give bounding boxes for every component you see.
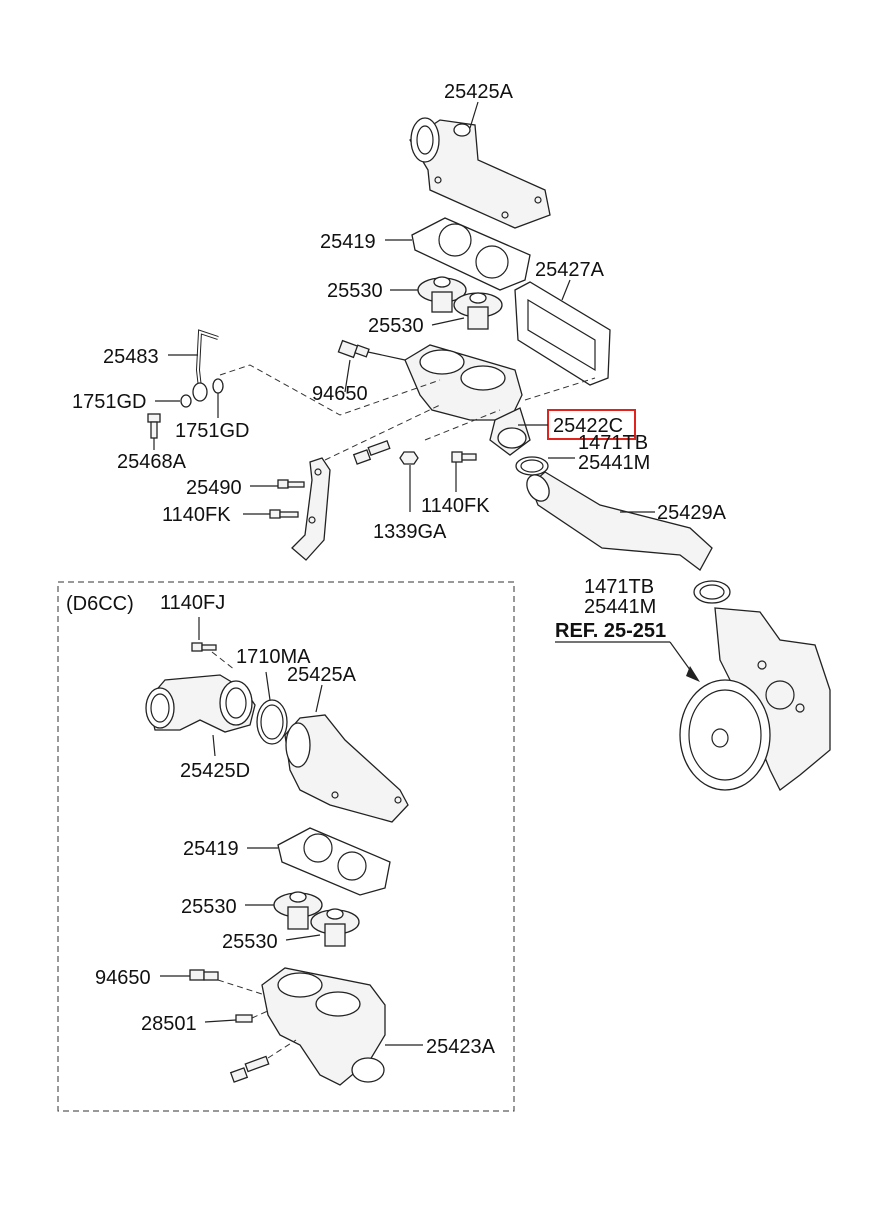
washer-1751gd-b[interactable] bbox=[212, 378, 224, 394]
label-variant-housing: 25423A bbox=[426, 1036, 496, 1058]
label-washer: 1751GD bbox=[72, 391, 147, 413]
label-variant-fitting: 25425A bbox=[287, 664, 357, 686]
label-variant-gasket: 25419 bbox=[183, 838, 239, 860]
outlet-fitting-25425a[interactable] bbox=[409, 117, 551, 229]
bracket[interactable] bbox=[291, 457, 331, 561]
fitting-25425a-variant[interactable] bbox=[284, 714, 409, 823]
label-reference: REF. 25-251 bbox=[555, 620, 666, 642]
label-washer-2: 1751GD bbox=[175, 420, 250, 442]
stud-variant[interactable] bbox=[229, 1055, 270, 1083]
label-variant-thermostat-1: 25530 bbox=[181, 896, 237, 918]
elbow-25425d[interactable] bbox=[145, 674, 256, 733]
label-variant-sensor: 94650 bbox=[95, 967, 151, 989]
bolt-1140fj[interactable] bbox=[191, 642, 217, 652]
label-clamp-c: 1471TB bbox=[584, 576, 654, 598]
label-gasket-top: 25419 bbox=[320, 231, 376, 253]
water-pump[interactable] bbox=[679, 607, 831, 791]
label-sensor: 94650 bbox=[312, 383, 368, 405]
variant-frame bbox=[57, 581, 515, 1112]
label-nut: 1339GA bbox=[373, 521, 447, 543]
hose-clamp-lower[interactable] bbox=[693, 580, 731, 604]
label-clamp-a: 1471TB bbox=[578, 432, 648, 454]
nut-1339ga[interactable] bbox=[399, 451, 419, 465]
label-pipe: 25483 bbox=[103, 346, 159, 368]
label-housing: 25422C bbox=[553, 415, 623, 437]
label-bolt-mid: 1140FK bbox=[421, 495, 490, 517]
label-variant-bolt: 1140FJ bbox=[160, 592, 225, 614]
gasket-25419[interactable] bbox=[411, 217, 531, 291]
hose-clamp-1471tb[interactable] bbox=[515, 456, 549, 476]
label-variant-elbow: 25425D bbox=[180, 760, 250, 782]
hose-25429a[interactable] bbox=[522, 471, 713, 571]
bolt-25490[interactable] bbox=[277, 479, 305, 489]
thermostat-25530-a[interactable] bbox=[417, 276, 467, 313]
housing-25423a[interactable] bbox=[261, 967, 386, 1086]
label-thermostat-2: 25530 bbox=[368, 315, 424, 337]
label-variant-plug: 28501 bbox=[141, 1013, 197, 1035]
label-outlet-fitting: 25425A bbox=[444, 81, 514, 103]
thermostat-25530-variant-a[interactable] bbox=[273, 891, 323, 930]
sensor-94650[interactable] bbox=[337, 339, 370, 359]
label-hose: 25429A bbox=[657, 502, 727, 524]
bolt-1140fk[interactable] bbox=[451, 451, 477, 463]
washer-1751gd-a[interactable] bbox=[192, 382, 208, 402]
sensor-94650-variant[interactable] bbox=[189, 969, 219, 981]
bolt-25468a[interactable] bbox=[147, 413, 161, 439]
label-bracket-bolt: 25490 bbox=[186, 477, 242, 499]
gasket-25419-variant[interactable] bbox=[277, 827, 391, 896]
thermostat-25530-variant-b[interactable] bbox=[310, 908, 360, 947]
bolt-1140fk-bracket[interactable] bbox=[269, 509, 299, 519]
washer-1751gd-c[interactable] bbox=[180, 394, 192, 408]
plug-28501[interactable] bbox=[235, 1014, 253, 1023]
label-clamp-d: 25441M bbox=[584, 596, 656, 618]
stud-sensor[interactable] bbox=[352, 439, 391, 465]
label-thermostat-1: 25530 bbox=[327, 280, 383, 302]
label-clamp-b: 25441M bbox=[578, 452, 650, 474]
label-gasket-side: 25427A bbox=[535, 259, 605, 281]
variant-title: (D6CC) bbox=[66, 593, 134, 615]
label-variant-thermostat-2: 25530 bbox=[222, 931, 278, 953]
gasket-25427a[interactable] bbox=[514, 281, 611, 386]
thermostat-25530-b[interactable] bbox=[453, 292, 503, 330]
label-bracket-bolt-2: 1140FK bbox=[162, 504, 231, 526]
thermostat-housing-25422c[interactable] bbox=[404, 344, 531, 456]
pipe-25483[interactable] bbox=[195, 329, 219, 389]
label-bolt-pipe: 25468A bbox=[117, 451, 187, 473]
o-ring-1710ma[interactable] bbox=[256, 699, 288, 745]
label-variant-o-ring: 1710MA bbox=[236, 646, 311, 668]
